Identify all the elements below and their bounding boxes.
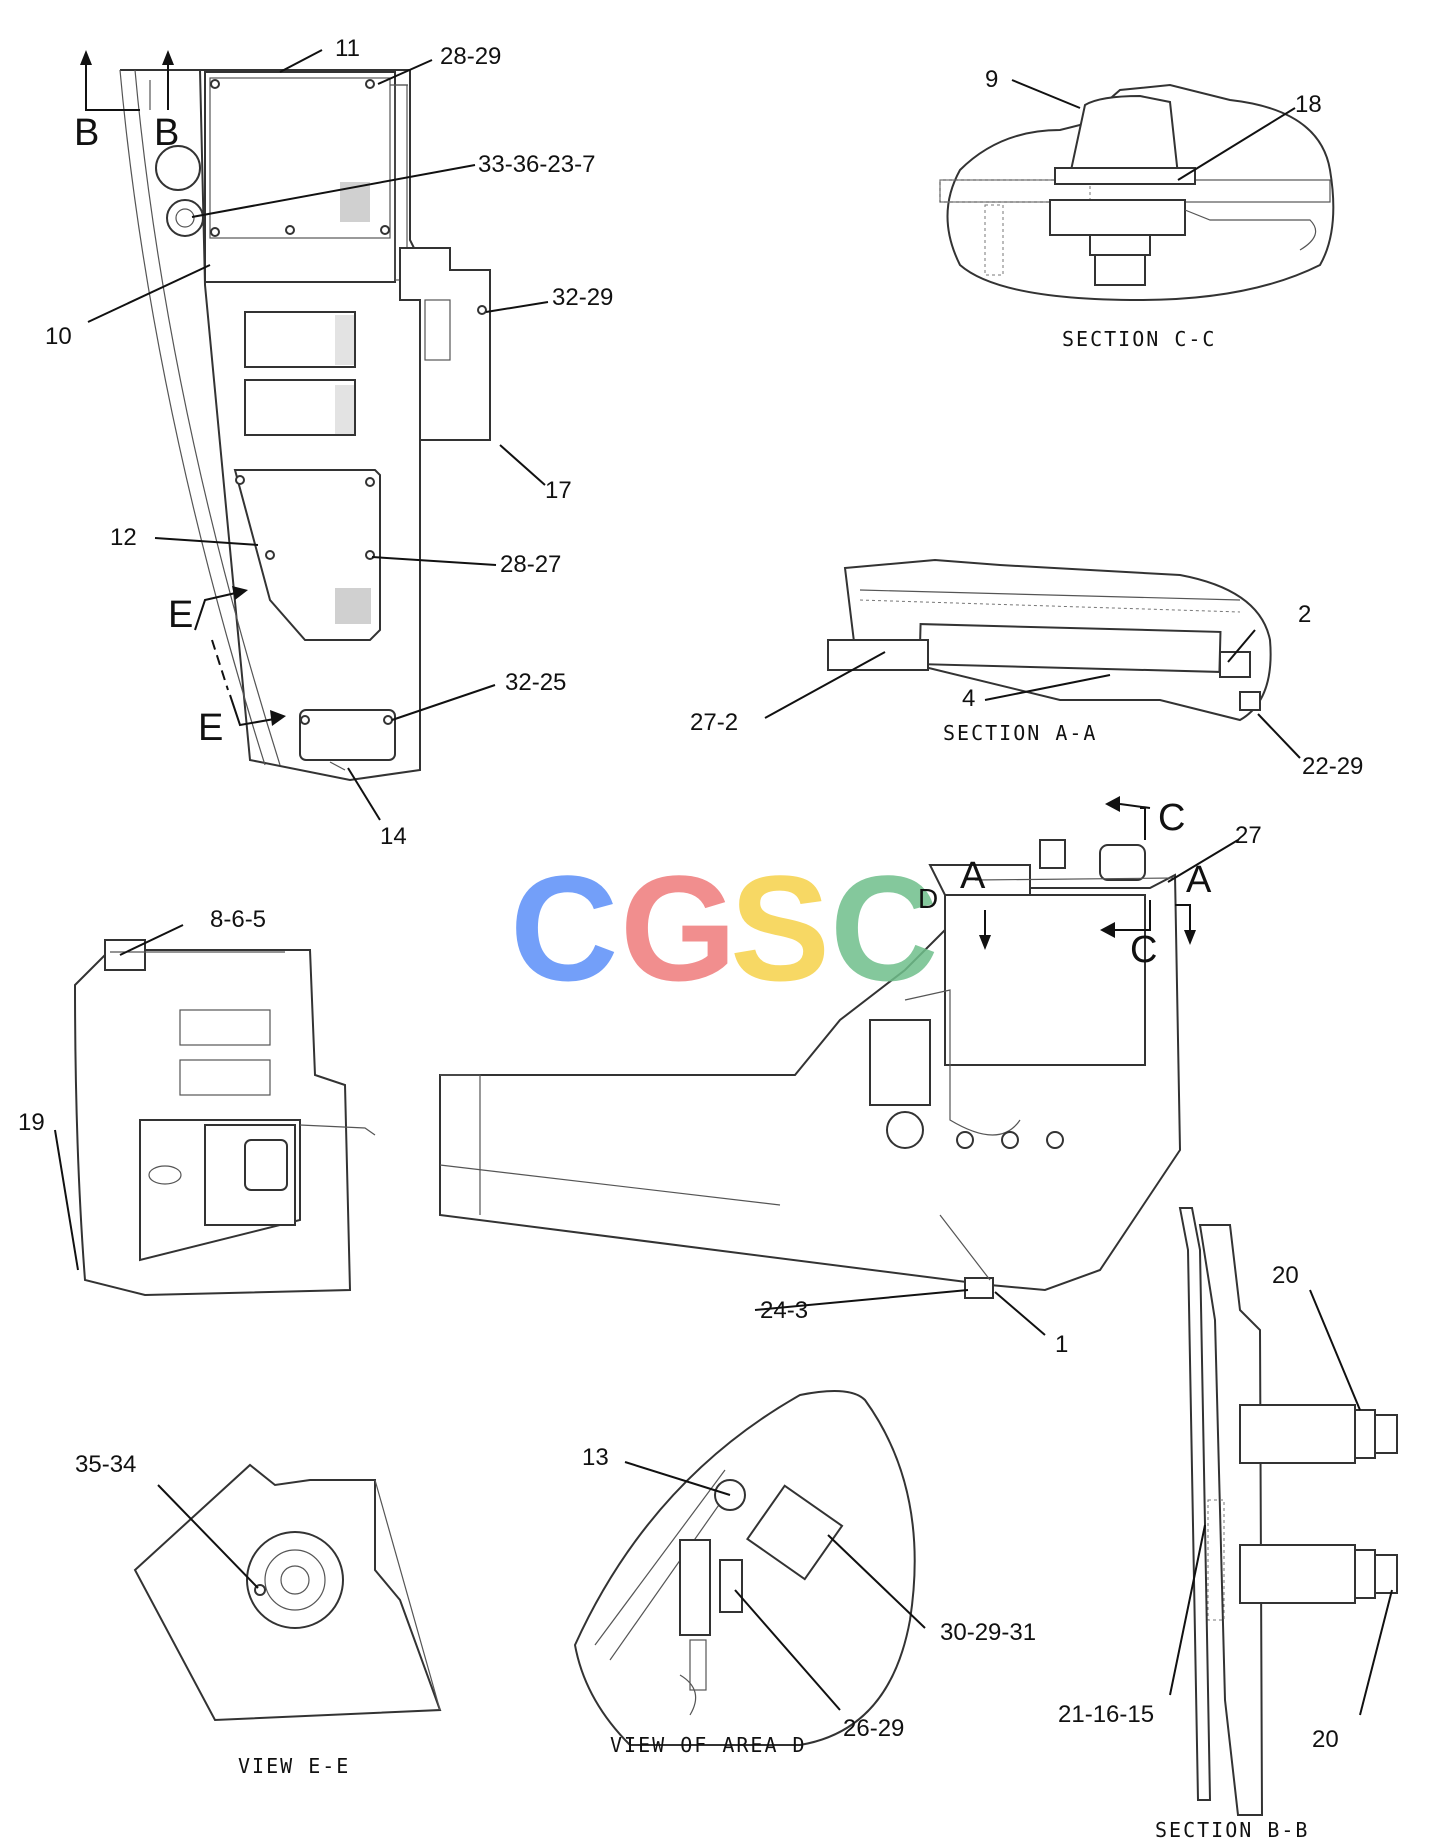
callout-14: 14 xyxy=(380,823,407,850)
callout-20-lower: 20 xyxy=(1312,1726,1339,1753)
filler-cap xyxy=(1068,94,1180,176)
watermark: C G S C xyxy=(510,844,938,1012)
fill-cap xyxy=(166,199,204,237)
section-marker-e-top: E xyxy=(168,594,193,636)
callout-26-29: 26-29 xyxy=(843,1715,904,1742)
callout-32-29: 32-29 xyxy=(552,284,613,311)
callout-22-29: 22-29 xyxy=(1302,753,1363,780)
sender-upper xyxy=(1239,1404,1356,1464)
view-area-d xyxy=(573,1390,926,1746)
watermark-letter-g: G xyxy=(620,844,737,1012)
callout-28-27: 28-27 xyxy=(500,551,561,578)
callout-13: 13 xyxy=(582,1444,609,1471)
callout-24-3: 24-3 xyxy=(760,1297,808,1324)
callout-33-36-23-7: 33-36-23-7 xyxy=(478,151,595,178)
louver-upper xyxy=(244,311,356,368)
gauge-knob xyxy=(155,145,201,191)
leaders-side-panel xyxy=(87,49,549,821)
caption-section-cc: SECTION C-C xyxy=(1062,327,1216,351)
lower-cover xyxy=(299,709,396,761)
caption-section-bb: SECTION B-B xyxy=(1155,1818,1309,1842)
section-aa-view xyxy=(764,558,1301,759)
sender-lower xyxy=(1239,1544,1356,1604)
callout-4: 4 xyxy=(962,685,975,712)
caption-view-ee: VIEW E-E xyxy=(238,1754,350,1778)
section-marker-a-left: A xyxy=(960,855,986,897)
watermark-letter-c2: C xyxy=(830,844,938,1012)
callout-20-upper: 20 xyxy=(1272,1262,1299,1289)
caption-section-aa: SECTION A-A xyxy=(943,721,1097,745)
louver-lower xyxy=(244,379,356,436)
strut-cylinder xyxy=(918,623,1222,673)
callout-21-16-15: 21-16-15 xyxy=(1058,1701,1154,1728)
captions: SECTION C-C SECTION A-A VIEW E-E VIEW OF… xyxy=(238,327,1309,1842)
callout-10: 10 xyxy=(45,323,72,350)
breather xyxy=(104,939,146,971)
tank-top-box xyxy=(944,894,1146,1066)
callouts: 11 28-29 33-36-23-7 10 32-29 17 12 28-27… xyxy=(18,35,1363,1753)
watermark-letter-c1: C xyxy=(510,844,618,1012)
access-cover xyxy=(233,469,381,641)
callout-27: 27 xyxy=(1235,822,1262,849)
drain-plug-boss xyxy=(246,1531,344,1629)
side-panel-view xyxy=(119,69,491,782)
callout-18: 18 xyxy=(1295,91,1322,118)
callout-8-6-5: 8-6-5 xyxy=(210,906,266,933)
callout-11: 11 xyxy=(335,35,360,62)
callout-12: 12 xyxy=(110,524,137,551)
callout-1: 1 xyxy=(1055,1331,1068,1358)
section-marker-d: D xyxy=(918,883,938,914)
neck-flange xyxy=(1049,199,1186,236)
callout-9: 9 xyxy=(985,66,998,93)
callout-32-25: 32-25 xyxy=(505,669,566,696)
callout-28-29-top: 28-29 xyxy=(440,43,501,70)
section-cc-view xyxy=(939,79,1335,302)
callout-17: 17 xyxy=(545,477,572,504)
callout-19: 19 xyxy=(18,1109,45,1136)
section-marker-e-bottom: E xyxy=(198,707,223,749)
callout-27-2: 27-2 xyxy=(690,709,738,736)
bolt-group xyxy=(746,1484,844,1581)
end-view xyxy=(54,924,376,1297)
section-arrows-b xyxy=(80,50,174,111)
section-bb-view xyxy=(1169,1207,1398,1816)
section-arrows-e xyxy=(194,586,286,727)
callout-35-34: 35-34 xyxy=(75,1451,136,1478)
callout-2: 2 xyxy=(1298,601,1311,628)
side-bracket xyxy=(399,247,491,441)
section-marker-c-top: C xyxy=(1158,797,1185,839)
section-marker-b-left: B xyxy=(74,112,99,154)
view-ee xyxy=(133,1463,442,1722)
watermark-letter-s: S xyxy=(730,844,830,1012)
tank-assembly-view xyxy=(439,796,1239,1336)
callout-30-29-31: 30-29-31 xyxy=(940,1619,1036,1646)
section-marker-b-right: B xyxy=(154,112,179,154)
section-marker-a-right: A xyxy=(1186,859,1212,901)
caption-view-area-d: VIEW OF AREA D xyxy=(610,1733,807,1757)
upper-cover-plate xyxy=(204,71,396,283)
section-marker-c-bottom: C xyxy=(1130,929,1157,971)
mount-bracket xyxy=(869,1019,931,1106)
